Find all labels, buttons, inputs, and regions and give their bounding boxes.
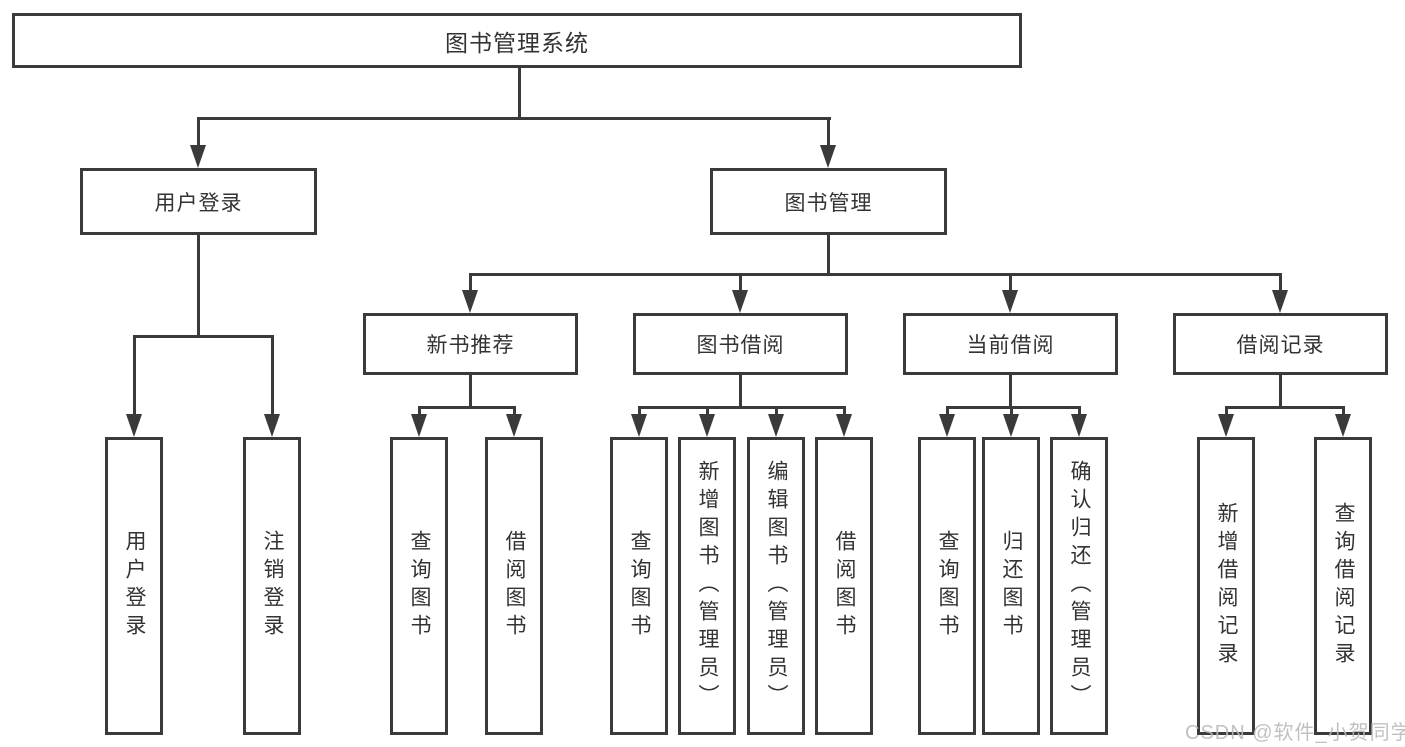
connector-line — [739, 273, 742, 292]
leaf-label: 查询图书 — [628, 530, 652, 642]
connector-line — [1279, 375, 1282, 406]
connector-line — [469, 273, 1282, 276]
leaf-label: 借阅图书 — [833, 530, 857, 642]
arrow-down-icon — [732, 290, 748, 313]
node-label: 新书推荐 — [426, 334, 515, 357]
node-label: 当前借阅 — [966, 334, 1055, 357]
arrow-down-icon — [1272, 290, 1288, 313]
connector-line — [518, 68, 521, 117]
arrow-down-icon — [506, 414, 522, 437]
leaf-label: 编辑图书（管理员） — [765, 460, 789, 712]
connector-line — [1342, 406, 1345, 418]
leaf-logout: 注销登录 — [243, 437, 301, 735]
node-label: 借阅记录 — [1236, 334, 1325, 357]
leaf-label: 注销登录 — [261, 530, 285, 642]
arrow-down-icon — [768, 414, 784, 437]
arrow-down-icon — [820, 145, 836, 168]
connector-line — [739, 375, 742, 406]
node-label: 用户登录 — [154, 191, 243, 215]
connector-line — [197, 117, 831, 120]
leaf-label: 确认归还（管理员） — [1068, 460, 1092, 712]
leaf-query-books-borrow: 查询图书 — [610, 437, 668, 735]
arrow-down-icon — [699, 414, 715, 437]
connector-line — [271, 335, 274, 417]
arrow-down-icon — [462, 290, 478, 313]
arrow-down-icon — [1335, 414, 1351, 437]
connector-line — [843, 406, 846, 418]
leaf-label: 新增图书（管理员） — [696, 460, 720, 712]
leaf-label: 查询图书 — [408, 530, 432, 642]
leaf-edit-book-admin: 编辑图书（管理员） — [747, 437, 805, 735]
leaf-label: 查询借阅记录 — [1332, 502, 1356, 670]
connector-line — [638, 406, 641, 418]
leaf-borrow-books-recommend: 借阅图书 — [485, 437, 543, 735]
leaf-confirm-return-admin: 确认归还（管理员） — [1050, 437, 1108, 735]
arrow-down-icon — [1002, 290, 1018, 313]
arrow-down-icon — [631, 414, 647, 437]
connector-line — [418, 406, 421, 418]
connector-line — [1225, 406, 1228, 418]
node-label: 图书管理系统 — [445, 29, 589, 56]
node-user-login: 用户登录 — [80, 168, 317, 235]
connector-line — [1010, 406, 1013, 418]
leaf-label: 归还图书 — [1000, 530, 1024, 642]
leaf-user-login: 用户登录 — [105, 437, 163, 735]
connector-line — [638, 406, 846, 409]
arrow-down-icon — [264, 414, 280, 437]
connector-line — [946, 406, 949, 418]
leaf-query-books-current: 查询图书 — [918, 437, 976, 735]
leaf-add-borrow-record: 新增借阅记录 — [1197, 437, 1255, 735]
arrow-down-icon — [1218, 414, 1234, 437]
leaf-query-books-recommend: 查询图书 — [390, 437, 448, 735]
connector-line — [418, 406, 516, 409]
node-book-borrow: 图书借阅 — [633, 313, 848, 375]
leaf-borrow-books: 借阅图书 — [815, 437, 873, 735]
connector-line — [1078, 406, 1081, 418]
connector-line — [1279, 273, 1282, 292]
leaf-label: 新增借阅记录 — [1215, 502, 1239, 670]
leaf-label: 用户登录 — [123, 530, 147, 642]
node-borrow-records: 借阅记录 — [1173, 313, 1388, 375]
leaf-return-books: 归还图书 — [982, 437, 1040, 735]
connector-line — [469, 273, 472, 292]
arrow-down-icon — [1071, 414, 1087, 437]
leaf-add-book-admin: 新增图书（管理员） — [678, 437, 736, 735]
connector-line — [1009, 273, 1012, 292]
connector-line — [197, 235, 200, 335]
leaf-query-borrow-record: 查询借阅记录 — [1314, 437, 1372, 735]
connector-line — [1225, 406, 1345, 409]
node-label: 图书管理 — [784, 191, 873, 215]
connector-line — [946, 406, 1080, 409]
connector-line — [1009, 375, 1012, 406]
connector-line — [133, 335, 136, 417]
node-new-book-recommend: 新书推荐 — [363, 313, 578, 375]
csdn-watermark: CSDN @软件_小贺同学 — [1185, 722, 1405, 744]
connector-line — [827, 117, 830, 148]
connector-line — [827, 235, 830, 273]
arrow-down-icon — [836, 414, 852, 437]
connector-line — [133, 335, 274, 338]
node-current-borrow: 当前借阅 — [903, 313, 1118, 375]
node-label: 图书借阅 — [696, 334, 785, 357]
leaf-label: 查询图书 — [936, 530, 960, 642]
connector-line — [706, 406, 709, 418]
leaf-label: 借阅图书 — [503, 530, 527, 642]
connector-line — [469, 375, 472, 406]
arrow-down-icon — [939, 414, 955, 437]
node-book-management: 图书管理 — [710, 168, 947, 235]
arrow-down-icon — [1003, 414, 1019, 437]
node-root: 图书管理系统 — [12, 13, 1022, 68]
connector-line — [775, 406, 778, 418]
connector-line — [197, 117, 200, 148]
arrow-down-icon — [126, 414, 142, 437]
arrow-down-icon — [190, 145, 206, 168]
arrow-down-icon — [411, 414, 427, 437]
connector-line — [513, 406, 516, 418]
